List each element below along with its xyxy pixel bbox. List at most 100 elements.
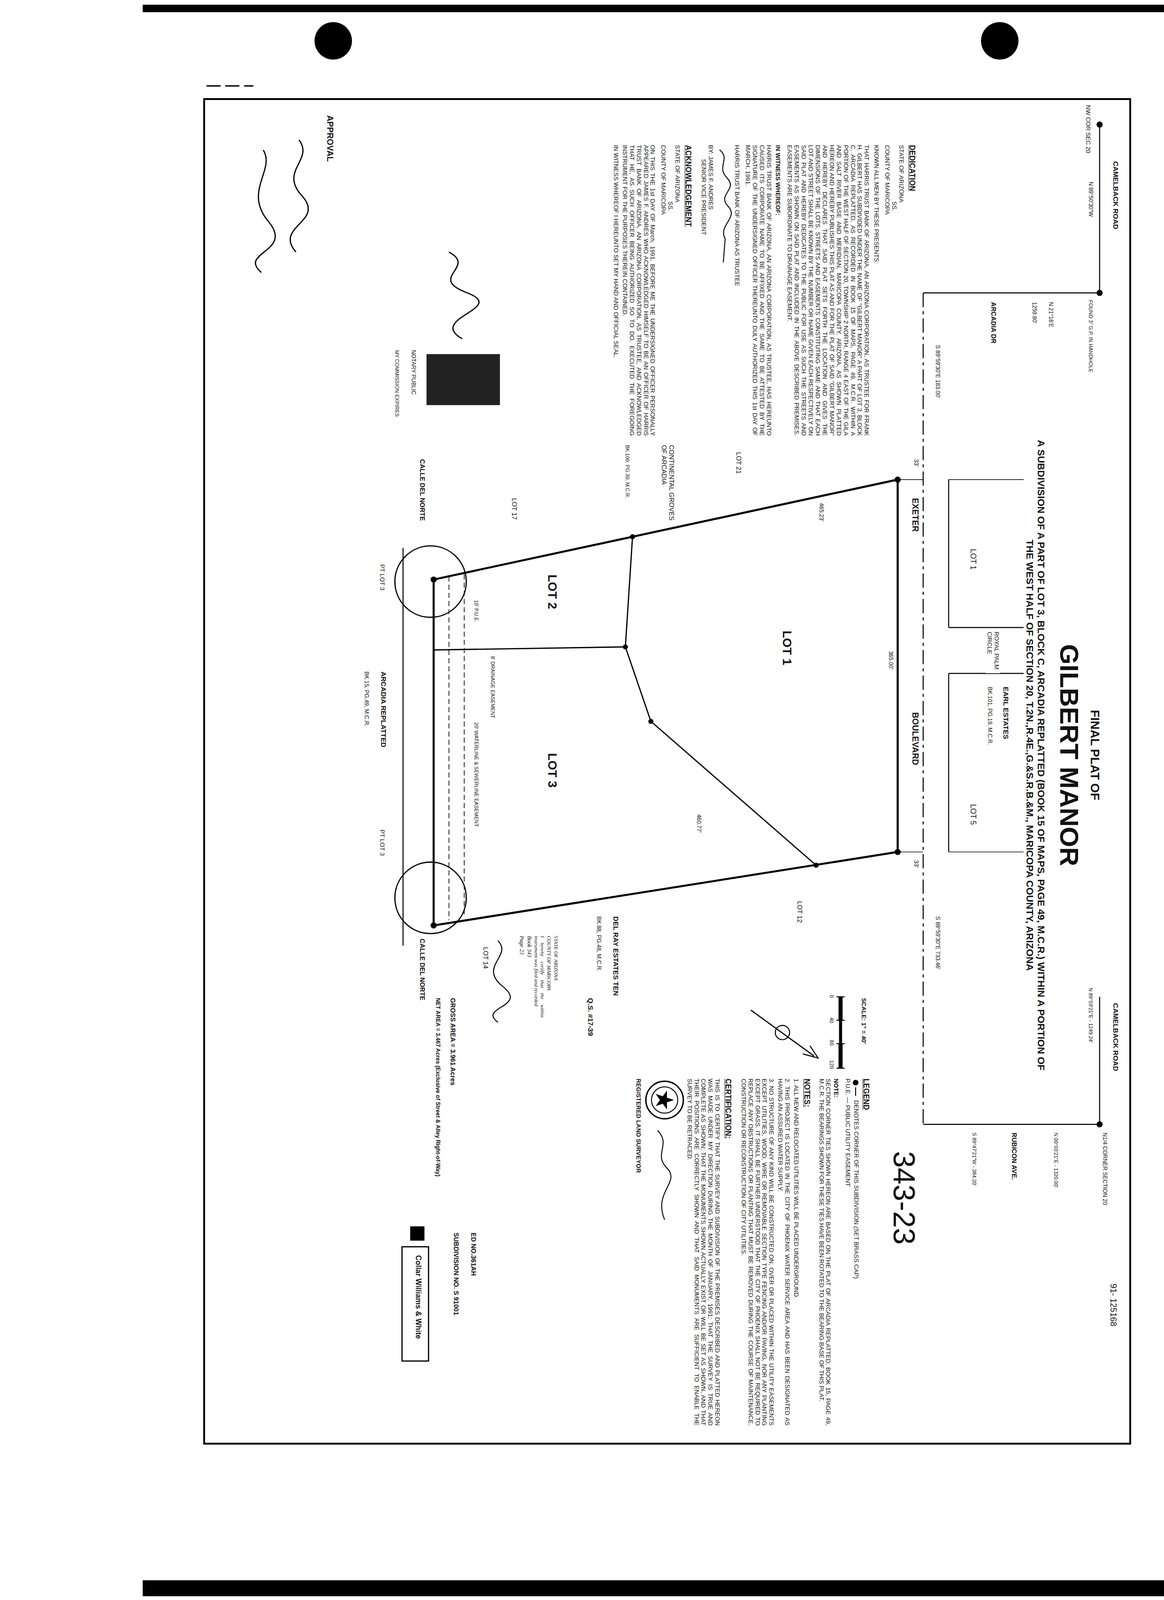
corner-dot	[648, 718, 654, 724]
north-arrow	[802, 1045, 819, 1058]
note-text: HARRIS TRUST BANK OF ARIZONA, AN ARIZONA…	[744, 145, 773, 436]
plat-label: PT LOT 3	[378, 563, 386, 592]
firm-logo	[410, 1225, 425, 1241]
note-text: SENIOR VICE PRESIDENT	[699, 145, 707, 436]
sheet-border	[204, 99, 1131, 1444]
plat-label: ARCADIA DR	[989, 300, 998, 345]
surveyor-seal	[643, 1078, 686, 1229]
tie-line	[897, 479, 924, 480]
legend-row: DENOTES CORNER OF THIS SUBDIVISION (SET …	[851, 1078, 860, 1426]
street-centerline	[922, 292, 924, 1125]
plat-label: LOT 3	[544, 751, 560, 789]
plat-label: SUBDIVISION NO. S 91001	[452, 1231, 460, 1317]
note-text: THIS IS TO CERTIFY THAT THE SURVEY AND S…	[685, 1078, 721, 1426]
easement-line	[448, 576, 450, 920]
road-line	[923, 292, 1100, 294]
note-text: NOTE:	[832, 1078, 840, 1426]
plat-label: LOT 12	[796, 899, 804, 924]
plat-label: BK.101, PG.19, M.C.R.	[986, 685, 993, 746]
plat-label: N 00°03'21"E - 1320.00'	[1052, 1131, 1059, 1189]
plat-label: 8' DRAINAGE EASEMENT	[489, 655, 496, 720]
scale-bar	[838, 996, 843, 1020]
note-text: BY: JAMES F. ANDRES	[706, 145, 714, 436]
plat-label: RUBICON AVE.	[1010, 1131, 1019, 1181]
note-text: SS.	[666, 145, 674, 436]
tie-line	[897, 851, 924, 852]
plat-label: S 89°59'30"E 733.46'	[934, 915, 941, 971]
signature	[255, 139, 309, 273]
plat-label: S 89°47'21"W - 384.20'	[971, 1131, 978, 1187]
note-text: STATE OF ARIZONA	[897, 145, 905, 436]
plat-label: 10' P.U.E.	[473, 598, 480, 624]
plat-label: 343-23	[886, 1149, 922, 1246]
right-of-way	[402, 547, 404, 946]
plat-label: CONTINENTAL GROVES OF ARCADIA	[659, 444, 675, 526]
corner-dot	[1096, 289, 1103, 296]
note-text: ON THIS THE 1st DAY OF March, 1991, BEFO…	[620, 145, 657, 436]
road-line	[1099, 124, 1101, 293]
plat-label: N1/4 CORNER SECTION 20	[1101, 1131, 1108, 1206]
note-text: HARRIS TRUST BANK OF ARIZONA AS TRUSTEE	[733, 145, 741, 436]
plat-label: APPROVAL	[324, 114, 335, 163]
road-line	[923, 1123, 1100, 1125]
corner-dot	[1096, 1120, 1103, 1127]
note-text: Page 23	[518, 935, 526, 1018]
plat-label: 40	[828, 1016, 835, 1024]
north-arrow	[750, 1009, 815, 1056]
corner-dot	[629, 534, 636, 540]
corner-dot	[1096, 121, 1103, 128]
plat-label: 365.00'	[887, 650, 894, 671]
corner-dot	[894, 848, 901, 855]
north-arrow	[775, 1025, 790, 1040]
plat-label: EARL ESTATES	[1001, 685, 1010, 741]
text-column: DEDICATIONSTATE OF ARIZONASS.COUNTY OF M…	[612, 145, 917, 436]
cul-de-sac	[394, 545, 467, 618]
plat-label: BK.100, PG.30, M.C.R.	[624, 444, 631, 500]
plat-label: 120	[828, 1058, 835, 1070]
note-text: STATE OF ARIZONA	[552, 935, 560, 1018]
scan-bar	[142, 4, 1164, 13]
plat-label: CALLE DEL NORTE	[418, 458, 427, 522]
plat-label: 80	[828, 1038, 835, 1047]
plat-label: LOT 14	[482, 945, 490, 970]
note-text: KNOWN ALL MEN BY THESE PRESENTS:	[872, 145, 880, 436]
plat-label: LOT 17	[510, 497, 519, 521]
lot-line	[948, 851, 1028, 852]
plat-label: MY COMMISSION EXPIRES	[393, 349, 400, 418]
plat-label: 465.23'	[817, 502, 825, 523]
plat-label: ARCADIA REPLATTED	[379, 670, 388, 749]
plat-label: LOT 21	[735, 451, 743, 475]
note-text: THAT HARRIS TRUST BANK OF ARIZONA, AN AR…	[785, 145, 870, 436]
lot-line	[433, 646, 626, 651]
scan-mark	[206, 85, 254, 87]
plat-sheet: GILBERT MANORFINAL PLAT OFA SUBDIVISION …	[204, 99, 1131, 1444]
plat-label: NET AREA = 3.467 Acres (Exclusive of Str…	[434, 996, 441, 1178]
plat-label: EXETER	[910, 497, 921, 533]
lot-line	[948, 479, 1028, 480]
plat-title: GILBERT MANOR	[1054, 643, 1085, 867]
plat-label: SCALE: 1" = 40'	[859, 996, 867, 1045]
plat-label: FINAL PLAT OF	[1087, 708, 1102, 802]
text-column: STATE OF ARIZONACOUNTY OF MARICOPAI here…	[518, 935, 560, 1018]
note-text: IN WITNESS WHEREOF I HEREUNTO SET MY HAN…	[612, 145, 620, 436]
plat-label: BOULEVARD	[910, 711, 921, 766]
note-text: P.U.E. — PUBLIC UTILITY EASEMENT	[843, 1078, 851, 1426]
note-text: 2. THIS PROJECT IS LOCATED IN THE CITY O…	[776, 1078, 791, 1426]
plat-label: GROSS AREA = 3.961 Acres	[449, 996, 457, 1087]
signature	[492, 940, 511, 1023]
plat-label: ROYAL PALM CIRCLE	[985, 630, 1000, 674]
note-text: CERTIFICATION:	[723, 1078, 732, 1426]
plat-label: 33'	[912, 858, 919, 869]
right-of-way	[948, 673, 950, 852]
plat-label: 33'	[912, 458, 919, 468]
corner-dot	[430, 576, 437, 583]
plat-label: CAMELBACK ROAD	[1111, 160, 1120, 230]
signature	[448, 252, 479, 339]
note-text: LEGEND	[861, 1078, 870, 1426]
firm-stamp	[402, 1246, 429, 1361]
plat-label: Collar Williams & White	[413, 1253, 422, 1340]
plat-label: CALLE DEL NORTE	[418, 937, 427, 1002]
plat-label: DEL RAY ESTATES TEN	[612, 915, 621, 997]
note-text: SS.	[890, 145, 898, 436]
note-text: REGISTERED LAND SURVEYOR	[634, 1078, 642, 1426]
